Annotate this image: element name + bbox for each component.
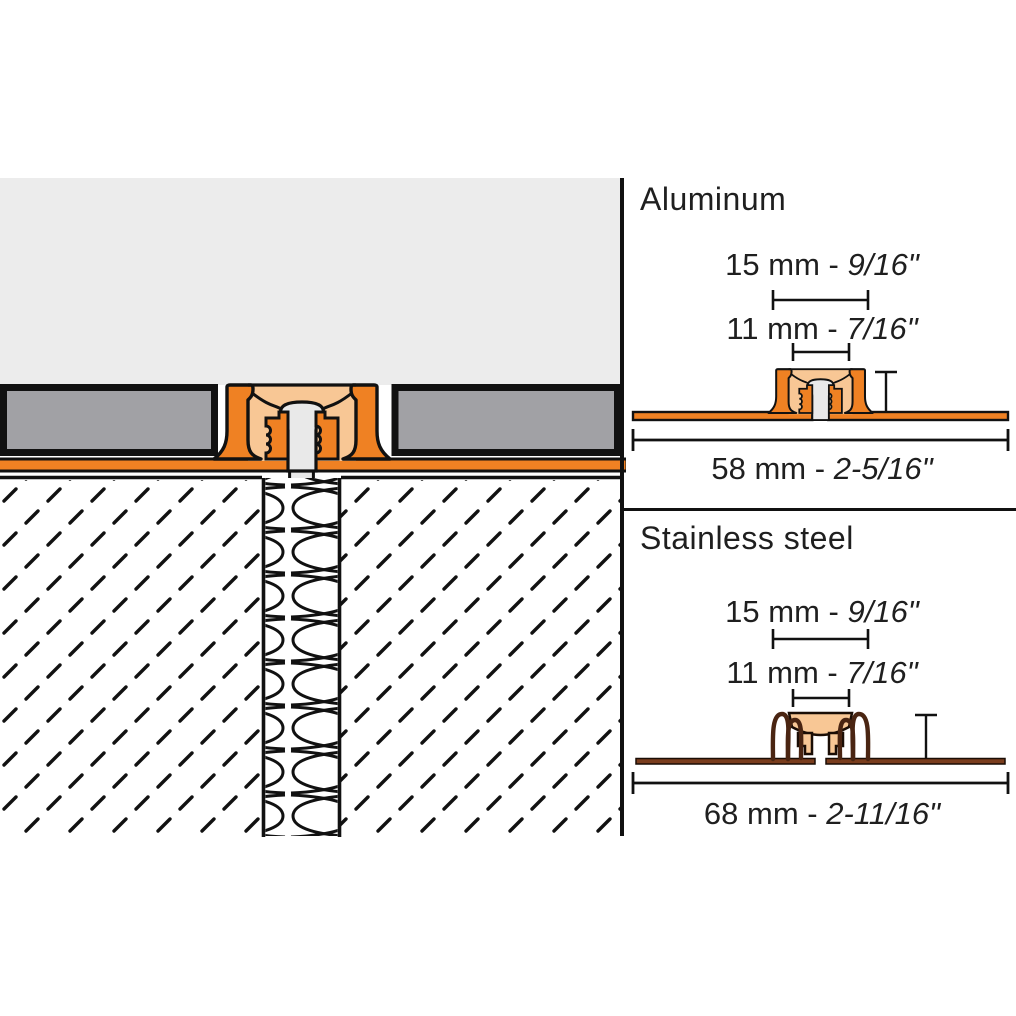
aluminum-dim-top-metric: 15 mm - — [725, 247, 848, 282]
aluminum-dim-middle-imperial: 7/16" — [846, 311, 918, 346]
stainless-dim-width-imperial: 2-11/16" — [826, 796, 941, 831]
stainless-dim-top: 15 mm - 9/16" — [628, 594, 1016, 630]
stainless-section-title: Stainless steel — [640, 520, 854, 556]
stainless-dim-middle-imperial: 7/16" — [846, 655, 918, 690]
stainless-bracket-11mm — [791, 689, 851, 707]
stainless-dim-width-metric: 68 mm - — [703, 796, 827, 831]
aluminum-dim-middle: 11 mm - 7/16" — [628, 311, 1016, 347]
aluminum-dim-top-imperial: 9/16" — [847, 247, 919, 282]
tile-right — [391, 384, 621, 456]
stainless-flange-right — [825, 757, 1006, 765]
substrate-hatch-right — [341, 480, 621, 836]
aluminum-dim-middle-metric: 11 mm - — [726, 311, 847, 346]
aluminum-dim-top: 15 mm - 9/16" — [628, 247, 1016, 283]
aluminum-dim-width-line — [631, 429, 1010, 451]
expansion-joint-profile — [212, 383, 392, 473]
aluminum-profile-drawing — [631, 290, 1010, 451]
section-divider-horizontal — [624, 508, 1016, 511]
aluminum-section-title: Aluminum — [640, 181, 787, 217]
installation-cross-section — [0, 178, 626, 837]
stainless-dim-middle-metric: 11 mm - — [726, 655, 847, 690]
aluminum-height-tick — [875, 370, 897, 412]
substrate-hatch-left — [0, 480, 262, 836]
stainless-flange-left — [635, 757, 816, 765]
tile-left — [0, 384, 218, 456]
background-above-tile — [0, 178, 621, 385]
panel-divider-vertical — [620, 178, 624, 836]
stainless-dim-width-line — [631, 772, 1010, 794]
aluminum-dim-width-metric: 58 mm - — [711, 451, 834, 486]
aluminum-bracket-15mm — [771, 290, 870, 310]
aluminum-dim-width-imperial: 2-5/16" — [833, 451, 933, 486]
profile-anchoring-flange-right — [313, 457, 626, 473]
aluminum-bracket-11mm — [791, 343, 851, 361]
stainless-dim-top-imperial: 9/16" — [847, 594, 919, 629]
joint-filler-braid — [265, 478, 338, 836]
stainless-fold-loops — [770, 711, 871, 762]
aluminum-dim-width: 58 mm - 2-5/16" — [628, 451, 1016, 487]
stainless-profile-drawing — [631, 629, 1010, 794]
stainless-dim-width: 68 mm - 2-11/16" — [628, 796, 1016, 832]
stainless-dim-middle: 11 mm - 7/16" — [628, 655, 1016, 691]
profile-anchoring-flange-left — [0, 457, 290, 473]
stainless-bracket-15mm — [771, 629, 870, 649]
stainless-height-tick — [915, 713, 937, 758]
stainless-dim-top-metric: 15 mm - — [725, 594, 848, 629]
